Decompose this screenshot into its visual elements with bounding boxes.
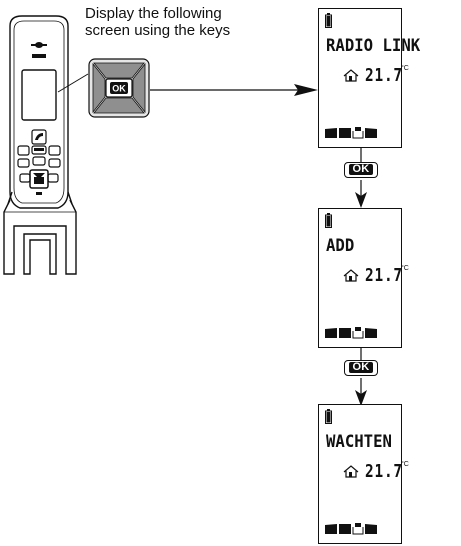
connector-arrow (355, 348, 367, 406)
lcd-screen-radio-link: RADIO LINK 21.7 °C (318, 8, 420, 148)
lcd-screen-add: ADD 21.7 °C (318, 208, 409, 348)
ok-key-label: OK (112, 84, 126, 94)
ok-button-label: OK (349, 164, 373, 175)
handset-illustration (3, 15, 77, 275)
temperature-value: 21.7 (365, 461, 403, 482)
ok-button-step-2: OK (344, 360, 378, 376)
house-icon (343, 69, 359, 82)
status-bars-icon (325, 523, 377, 535)
ok-button-label: OK (349, 362, 373, 373)
instruction-line-1: Display the following (85, 5, 222, 22)
lcd-screen-wachten: WACHTEN 21.7 °C (318, 404, 409, 544)
temperature-value: 21.7 (365, 265, 403, 286)
temperature-value: 21.7 (365, 65, 403, 86)
temperature-unit: °C (401, 461, 409, 468)
temperature-row: 21.7 °C (343, 265, 409, 287)
screen-label: ADD (326, 236, 355, 256)
temperature-unit: °C (401, 265, 409, 272)
ok-key-graphic: OK (88, 58, 150, 118)
status-bars-icon (325, 327, 377, 339)
temperature-row: 21.7 °C (343, 461, 409, 483)
house-icon (343, 269, 359, 282)
arrow-to-first-screen (150, 84, 318, 96)
connector-arrow (355, 148, 367, 208)
temperature-row: 21.7 °C (343, 65, 409, 87)
battery-icon (325, 213, 332, 228)
temperature-unit: °C (401, 65, 409, 72)
ok-button-step-1: OK (344, 162, 378, 178)
screen-label: WACHTEN (326, 432, 392, 452)
status-bars-icon (325, 127, 377, 139)
instruction-line-2: screen using the keys (85, 22, 231, 39)
pointer-line (57, 73, 89, 93)
battery-icon (325, 409, 332, 424)
screen-label: RADIO LINK (326, 36, 421, 56)
battery-icon (325, 13, 332, 28)
house-icon (343, 465, 359, 478)
instruction-text: Display the following screen using the k… (85, 5, 230, 39)
